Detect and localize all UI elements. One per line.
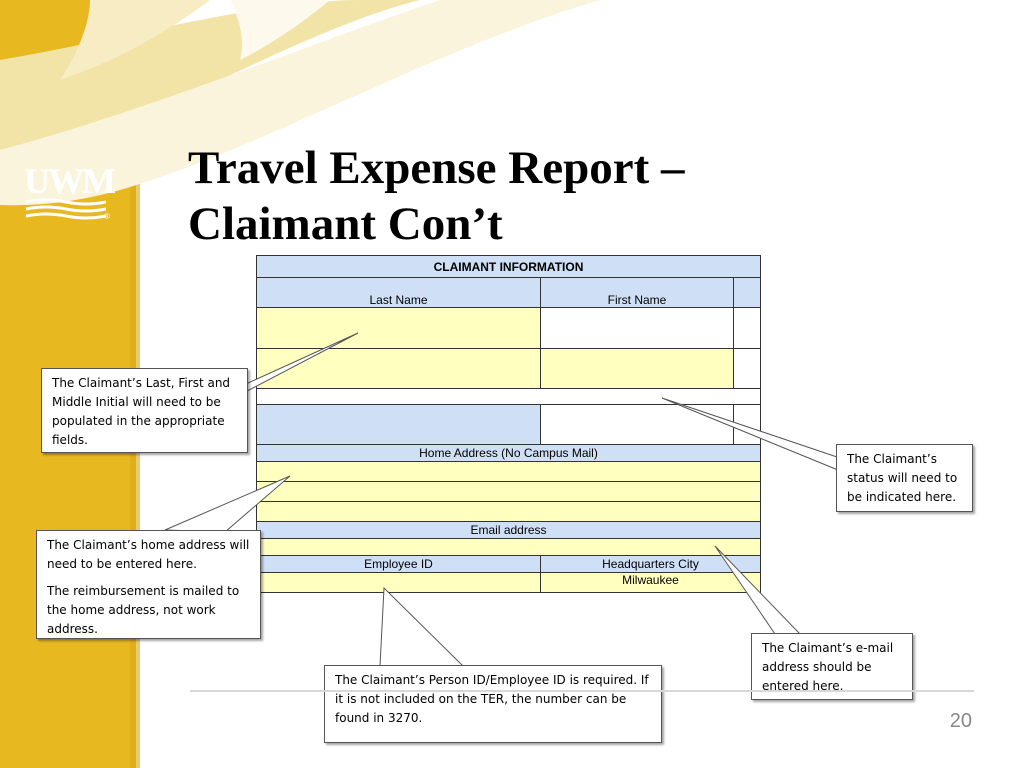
uwm-logo: UWM ® <box>24 160 116 230</box>
logo-registered-mark: ® <box>104 212 110 221</box>
ribbon-swoosh-mid <box>60 0 210 80</box>
last-name-field[interactable] <box>256 307 541 349</box>
slide-title: Travel Expense Report – Claimant Con’t <box>188 140 684 252</box>
email-callout: The Claimant’s e-mail address should be … <box>751 633 913 700</box>
email-label: Email address <box>256 521 761 539</box>
address-callout-note: The reimbursement is mailed to the home … <box>47 584 240 636</box>
employee-id-callout-text: The Claimant’s Person ID/Employee ID is … <box>335 673 649 725</box>
footer-divider <box>190 690 974 692</box>
name-callout: The Claimant’s Last, First and Middle In… <box>41 368 248 453</box>
title-line-2: Claimant Con’t <box>188 198 503 250</box>
ribbon-swoosh-top <box>230 0 330 60</box>
home-address-line-2[interactable] <box>256 481 761 502</box>
logo-wordmark: UWM <box>24 161 116 201</box>
hq-city-value[interactable]: Milwaukee <box>540 572 761 593</box>
first-name-label: First Name <box>540 277 734 308</box>
hq-city-label: Headquarters City <box>540 555 761 573</box>
first-name-cell-blank <box>540 307 734 349</box>
middle-initial-label <box>733 277 761 308</box>
last-name-input[interactable] <box>256 348 541 389</box>
home-address-line-3[interactable] <box>256 501 761 522</box>
employee-id-label: Employee ID <box>256 555 541 573</box>
status-label-cell <box>256 404 541 445</box>
ribbon-swoosh-light <box>0 0 600 206</box>
first-name-input[interactable] <box>540 348 734 389</box>
home-address-label: Home Address (No Campus Mail) <box>256 444 761 462</box>
claimant-information-form: CLAIMANT INFORMATION Last Name First Nam… <box>256 255 761 593</box>
name-callout-text: The Claimant’s Last, First and Middle In… <box>52 376 231 447</box>
title-line-1: Travel Expense Report – <box>188 142 685 194</box>
email-callout-text: The Claimant’s e-mail address should be … <box>762 641 894 693</box>
form-header: CLAIMANT INFORMATION <box>256 255 761 278</box>
page-number: 20 <box>949 710 972 732</box>
middle-initial-cell-blank <box>733 307 761 349</box>
employee-id-input[interactable] <box>256 572 541 593</box>
logo-waves-icon <box>26 198 106 220</box>
status-callout-text: The Claimant’s status will need to be in… <box>847 452 958 504</box>
home-address-line-1[interactable] <box>256 461 761 482</box>
status-option-cell[interactable] <box>540 404 734 445</box>
status-checkbox-cell[interactable] <box>733 404 761 445</box>
email-input[interactable] <box>256 538 761 556</box>
status-callout: The Claimant’s status will need to be in… <box>836 444 973 512</box>
address-callout-text: The Claimant’s home address will need to… <box>47 538 250 571</box>
middle-initial-input[interactable] <box>733 348 761 389</box>
employee-id-callout: The Claimant’s Person ID/Employee ID is … <box>324 665 662 743</box>
last-name-label: Last Name <box>256 277 541 308</box>
address-callout: The Claimant’s home address will need to… <box>36 530 261 639</box>
status-spacer-row <box>256 388 761 405</box>
